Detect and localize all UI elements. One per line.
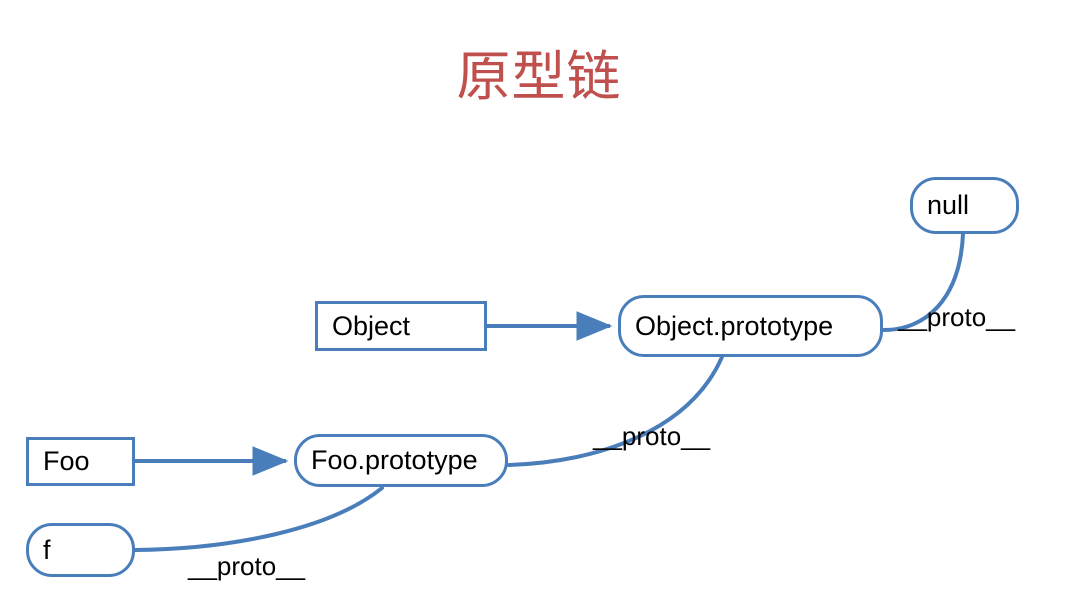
node-foo-prototype[interactable]: Foo.prototype — [294, 434, 508, 487]
node-foo[interactable]: Foo — [26, 437, 135, 486]
page-title: 原型链 — [456, 45, 622, 108]
edge-f-to-foo-prototype — [133, 486, 384, 552]
node-foo-prototype-label: Foo.prototype — [311, 445, 478, 475]
node-object-prototype-label: Object.prototype — [635, 310, 834, 341]
node-null-label: null — [927, 190, 970, 220]
edge-object-prototype-to-null — [882, 232, 965, 332]
node-null[interactable]: null — [910, 177, 1019, 234]
node-object[interactable]: Object — [315, 301, 487, 351]
node-object-label: Object — [332, 310, 411, 341]
edge-label-proto-bottom: __proto__ — [188, 551, 306, 581]
node-f[interactable]: f — [26, 523, 135, 577]
edge-label-proto-middle: __proto__ — [593, 421, 711, 451]
node-foo-label: Foo — [43, 446, 90, 476]
edge-foo-prototype-to-object-prototype — [507, 355, 724, 467]
edge-label-proto-right: __proto__ — [898, 302, 1016, 332]
node-f-label: f — [43, 534, 51, 565]
node-object-prototype[interactable]: Object.prototype — [618, 295, 883, 357]
